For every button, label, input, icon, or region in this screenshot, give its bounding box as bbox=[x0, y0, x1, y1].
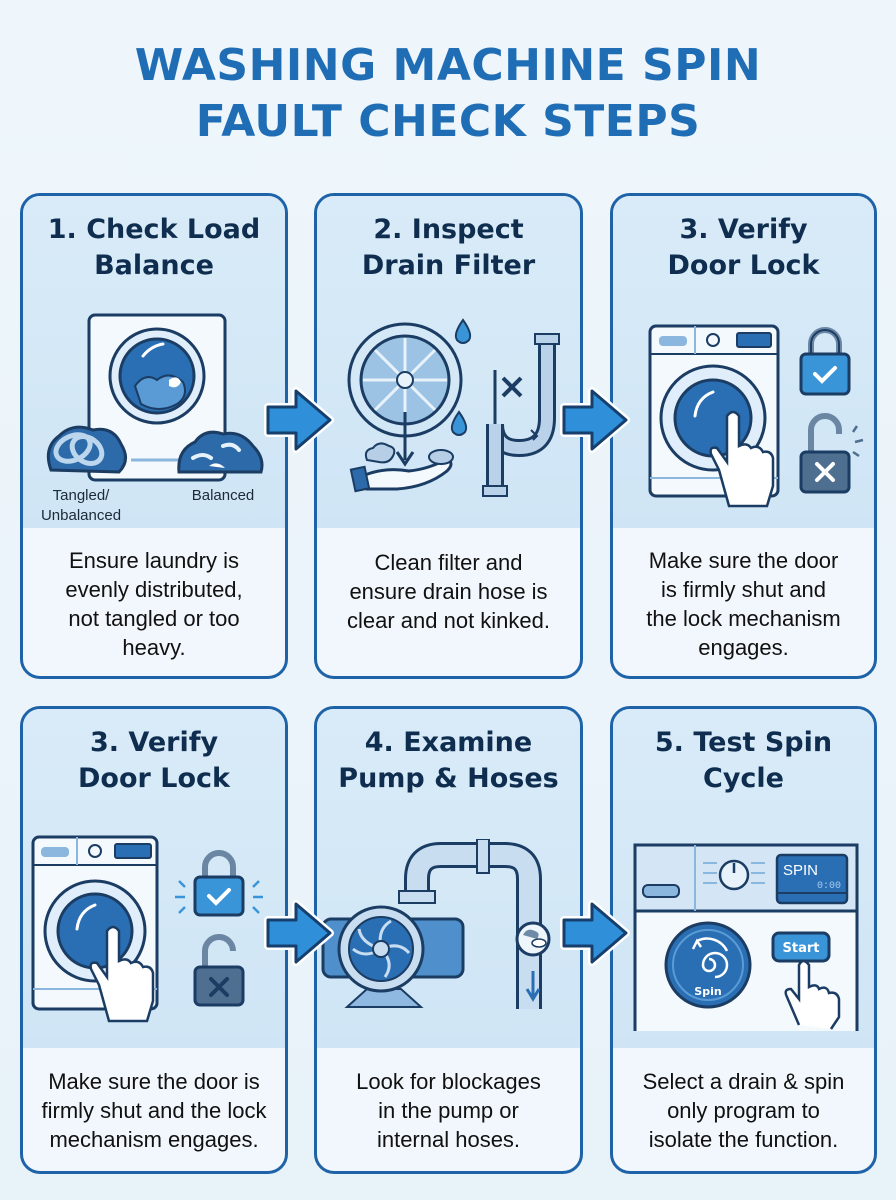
step-description: Make sure the door is firmly shut and th… bbox=[621, 546, 866, 662]
heading-line-2: Cycle bbox=[703, 763, 784, 794]
heading-line-2: Pump & Hoses bbox=[338, 763, 559, 794]
description-line: Look for blockages bbox=[356, 1069, 541, 1094]
step-description: Make sure the door is firmly shut and th… bbox=[31, 1067, 277, 1154]
title-line-2: FAULT CHECK STEPS bbox=[195, 96, 701, 147]
step-description: Look for blockages in the pump or intern… bbox=[325, 1067, 572, 1154]
pointing-hand-icon bbox=[89, 925, 155, 1023]
heading-line-1: 2. Inspect bbox=[373, 214, 524, 245]
pointing-hand-icon bbox=[709, 410, 775, 508]
pointing-hand-icon bbox=[784, 959, 841, 1030]
door-lock-illustration bbox=[648, 324, 864, 508]
description-line: mechanism engages. bbox=[49, 1127, 259, 1152]
arrow-right-icon bbox=[264, 387, 334, 453]
arrow-right-icon bbox=[560, 900, 630, 966]
tangled-laundry-icon bbox=[46, 425, 127, 474]
start-button-label: Start bbox=[783, 941, 820, 956]
step-heading: 1. Check Load Balance bbox=[23, 212, 285, 284]
step-description: Select a drain & spin only program to is… bbox=[621, 1067, 866, 1154]
description-line: engages. bbox=[698, 635, 789, 660]
spin-control-panel-illustration: SPIN 0:00 Spin Start bbox=[633, 843, 859, 1031]
page-title: WASHING MACHINE SPIN FAULT CHECK STEPS bbox=[0, 38, 896, 150]
step-card-6: 5. Test Spin Cycle SPIN 0:00 Spin bbox=[610, 706, 877, 1174]
pump-icon bbox=[321, 905, 465, 1008]
description-line: isolate the function. bbox=[648, 1127, 839, 1152]
description-line: ensure drain hose is bbox=[349, 579, 548, 604]
load-balance-illustration: Tangled/ Unbalanced Balanced bbox=[41, 313, 264, 524]
description-line: Make sure the door bbox=[648, 548, 839, 573]
display-mode: SPIN bbox=[783, 862, 818, 879]
description-line: heavy. bbox=[122, 635, 186, 660]
hand-with-debris-icon bbox=[349, 442, 454, 493]
heading-line-2: Door Lock bbox=[667, 250, 820, 281]
description-line: not tangled or too bbox=[68, 606, 240, 631]
description-line: Ensure laundry is bbox=[69, 548, 239, 573]
heading-line-1: 1. Check Load bbox=[47, 214, 261, 245]
locked-padlock-icon bbox=[175, 850, 263, 917]
arrow-right-icon bbox=[264, 900, 334, 966]
description-line: internal hoses. bbox=[376, 1127, 521, 1152]
spin-icon bbox=[696, 937, 729, 979]
description-line: clear and not kinked. bbox=[346, 608, 551, 633]
drain-filter-illustration bbox=[347, 318, 560, 497]
description-line: in the pump or bbox=[378, 1098, 519, 1123]
kinked-drain-hose-icon bbox=[482, 333, 560, 497]
heading-line-2: Balance bbox=[94, 250, 214, 281]
description-line: Select a drain & spin bbox=[642, 1069, 845, 1094]
step-card-2: 2. Inspect Drain Filter bbox=[314, 193, 583, 679]
label-tangled: Tangled/ bbox=[53, 487, 111, 504]
heading-line-2: Door Lock bbox=[78, 763, 230, 794]
label-unbalanced: Unbalanced bbox=[41, 507, 121, 524]
description-line: the lock mechanism bbox=[646, 606, 841, 631]
description-line: evenly distributed, bbox=[65, 577, 243, 602]
display-time: 0:00 bbox=[817, 881, 841, 892]
heading-line-1: 3. Verify bbox=[679, 214, 808, 245]
description-line: Make sure the door is bbox=[48, 1069, 260, 1094]
unlocked-padlock-icon bbox=[193, 934, 245, 1007]
label-balanced: Balanced bbox=[192, 487, 255, 504]
display-screen: SPIN 0:00 bbox=[775, 853, 849, 905]
drain-filter-icon bbox=[347, 322, 463, 467]
spin-button[interactable]: Spin bbox=[664, 921, 752, 1009]
description-line: is firmly shut and bbox=[660, 577, 827, 602]
step-card-1: 1. Check Load Balance Tangled/ Unbalance… bbox=[20, 193, 288, 679]
step-card-5: 4. Examine Pump & Hoses Loo bbox=[314, 706, 583, 1174]
step-heading: 5. Test Spin Cycle bbox=[613, 725, 874, 797]
spin-button-label: Spin bbox=[694, 985, 721, 998]
balanced-laundry-icon bbox=[177, 430, 264, 474]
step-description: Clean filter and ensure drain hose is cl… bbox=[325, 548, 572, 635]
description-line: only program to bbox=[667, 1098, 820, 1123]
step-heading: 4. Examine Pump & Hoses bbox=[317, 725, 580, 797]
unlocked-padlock-icon bbox=[799, 413, 864, 494]
heading-line-2: Drain Filter bbox=[361, 250, 536, 281]
heading-line-1: 4. Examine bbox=[364, 727, 533, 758]
step-card-4: 3. Verify Door Lock bbox=[20, 706, 288, 1174]
description-line: firmly shut and the lock bbox=[41, 1098, 267, 1123]
description-line: Clean filter and bbox=[374, 550, 523, 575]
step-card-3: 3. Verify Door Lock bbox=[610, 193, 877, 679]
heading-line-1: 3. Verify bbox=[89, 727, 219, 758]
water-drop-icon bbox=[450, 318, 472, 436]
blockage-magnifier-icon bbox=[515, 921, 551, 957]
start-button[interactable]: Start bbox=[771, 931, 831, 963]
door-lock-illustration bbox=[31, 835, 263, 1023]
drain-pipe-icon bbox=[398, 839, 542, 1009]
heading-line-1: 5. Test Spin bbox=[654, 727, 833, 758]
arrow-right-icon bbox=[560, 387, 630, 453]
locked-padlock-icon bbox=[799, 327, 851, 396]
x-mark-icon bbox=[501, 376, 523, 398]
step-heading: 2. Inspect Drain Filter bbox=[317, 212, 580, 284]
step-heading: 3. Verify Door Lock bbox=[23, 725, 285, 797]
step-description: Ensure laundry is evenly distributed, no… bbox=[31, 546, 277, 662]
title-line-1: WASHING MACHINE SPIN bbox=[134, 40, 762, 91]
program-knob-icon bbox=[718, 859, 750, 891]
step-heading: 3. Verify Door Lock bbox=[613, 212, 874, 284]
washing-machine-icon bbox=[87, 313, 227, 482]
pump-hoses-illustration bbox=[321, 839, 551, 1009]
